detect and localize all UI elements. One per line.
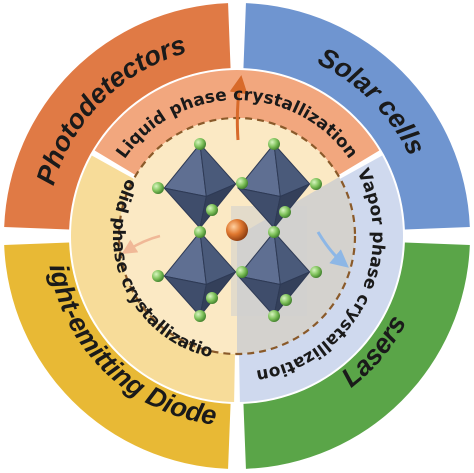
halide-atom	[280, 294, 292, 306]
outer-sector-photodetectors	[4, 3, 231, 230]
halide-atom	[206, 292, 218, 304]
halide-atom	[206, 204, 218, 216]
halide-atom	[268, 138, 280, 150]
outer-sector-lasers	[243, 242, 470, 469]
inner-sector-solid-phase-crystallization	[70, 155, 235, 402]
halide-atom	[236, 266, 248, 278]
cation-atom	[226, 219, 248, 241]
halide-atom	[194, 138, 206, 150]
halide-atom	[194, 310, 206, 322]
inner-sector-vapor-phase-crystallization	[239, 155, 404, 402]
halide-atom	[279, 206, 291, 218]
application-ring	[4, 3, 470, 469]
inner-sector-liquid-phase-crystallization	[94, 70, 380, 176]
outer-sector-solar-cells	[243, 3, 470, 230]
outer-sector-light-emitting-diodes	[4, 242, 231, 469]
halide-atom	[310, 266, 322, 278]
halide-atom	[236, 177, 248, 189]
halide-atom	[152, 270, 164, 282]
octahedron-2	[236, 142, 311, 230]
halide-atom	[194, 226, 206, 238]
perovskite-structure	[117, 75, 357, 356]
solid-phase-arrow	[121, 234, 161, 254]
halide-atom	[152, 182, 164, 194]
crystallization-ring	[70, 70, 404, 402]
halide-atom	[310, 178, 322, 190]
liquid-phase-arrow	[229, 75, 248, 141]
halide-atom	[268, 310, 280, 322]
octahedron-1	[162, 142, 237, 230]
vapor-phase-arrow	[316, 231, 349, 268]
octahedron-3	[162, 230, 237, 318]
halide-atom	[268, 226, 280, 238]
